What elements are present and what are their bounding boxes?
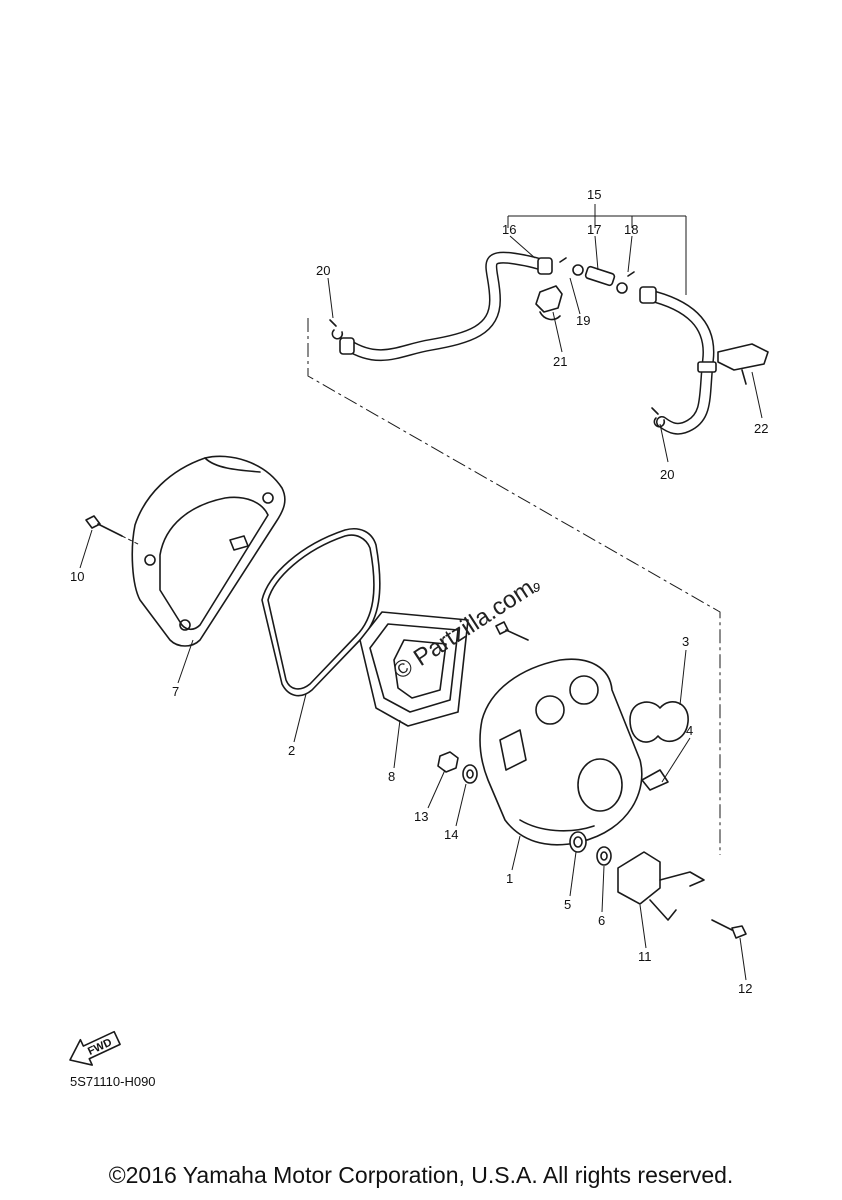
callout-20-bottom: 20 <box>660 467 674 482</box>
damper-5 <box>569 831 587 853</box>
washer-14 <box>462 764 478 784</box>
seal-3 <box>629 701 689 743</box>
nut-13 <box>437 751 459 773</box>
bracket-11 <box>617 851 705 921</box>
callout-8: 8 <box>388 769 395 784</box>
callout-22: 22 <box>754 421 768 436</box>
bolt-10 <box>85 515 141 546</box>
callout-11: 11 <box>638 949 652 964</box>
clamp-22 <box>717 343 769 385</box>
callout-4: 4 <box>686 723 693 738</box>
element-8 <box>359 611 469 727</box>
callout-21: 21 <box>553 354 567 369</box>
callout-6: 6 <box>598 913 605 928</box>
air-filter-case-1 <box>479 658 643 846</box>
callout-12: 12 <box>738 981 752 996</box>
leader-lines <box>79 204 763 981</box>
diagram-code: 5S71110-H090 <box>70 1074 156 1089</box>
case-cover-7 <box>131 455 286 647</box>
assembly-boundary <box>307 318 721 855</box>
callout-14: 14 <box>444 827 458 842</box>
callout-13: 13 <box>414 809 428 824</box>
fwd-arrow-icon: FWD <box>69 1030 121 1066</box>
bolt-9 <box>495 621 529 641</box>
hose-assembly <box>329 251 717 435</box>
callout-3: 3 <box>682 634 689 649</box>
callout-labels: 15 16 17 18 20 19 21 22 20 10 9 3 7 4 2 … <box>70 187 768 996</box>
callout-16: 16 <box>502 222 516 237</box>
clip-4 <box>641 769 669 791</box>
collar-6 <box>596 846 612 866</box>
callout-1: 1 <box>506 871 513 886</box>
callout-9: 9 <box>533 580 540 595</box>
callout-2: 2 <box>288 743 295 758</box>
bracket-21 <box>535 285 563 321</box>
callout-19: 19 <box>576 313 590 328</box>
callout-17: 17 <box>587 222 601 237</box>
callout-10: 10 <box>70 569 84 584</box>
callout-15: 15 <box>587 187 601 202</box>
copyright-notice: ©2016 Yamaha Motor Corporation, U.S.A. A… <box>108 1162 734 1188</box>
gasket-2 <box>261 528 381 697</box>
callout-5: 5 <box>564 897 571 912</box>
callout-20-top: 20 <box>316 263 330 278</box>
fwd-label: FWD <box>86 1036 114 1057</box>
callout-7: 7 <box>172 684 179 699</box>
bolt-12 <box>711 919 747 939</box>
callout-18: 18 <box>624 222 638 237</box>
